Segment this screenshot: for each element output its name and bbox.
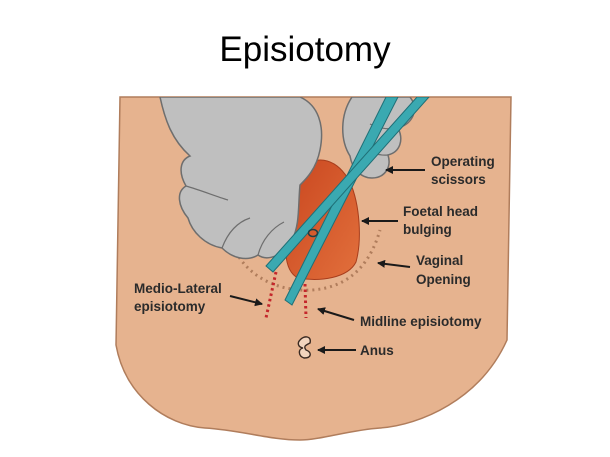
- midline-arrow: [317, 307, 355, 321]
- label-anus: Anus: [360, 343, 394, 358]
- midline-incision-line: [303, 283, 308, 319]
- label-mediolateral-line2: episiotomy: [134, 299, 206, 314]
- label-foetal-head-line2: bulging: [403, 222, 452, 237]
- label-operating-scissors-line2: scissors: [431, 172, 486, 187]
- glove-hand-icon: [159, 97, 323, 260]
- anus-icon: [297, 336, 312, 359]
- scissors-icon: [265, 97, 431, 306]
- vaginal-opening-arrow: [377, 259, 411, 268]
- label-foetal-head-line1: Foetal head: [403, 204, 478, 219]
- label-midline-episiotomy: Midline episiotomy: [360, 314, 482, 329]
- mediolateral-incision-line: [264, 271, 278, 319]
- slide-title: Episiotomy: [219, 30, 391, 69]
- label-operating-scissors-line1: Operating: [431, 154, 495, 169]
- mediolateral-arrow: [229, 295, 263, 307]
- label-vaginal-opening-line2: Opening: [416, 272, 471, 287]
- label-vaginal-opening-line1: Vaginal: [416, 253, 463, 268]
- label-mediolateral-line1: Medio-Lateral: [134, 281, 222, 296]
